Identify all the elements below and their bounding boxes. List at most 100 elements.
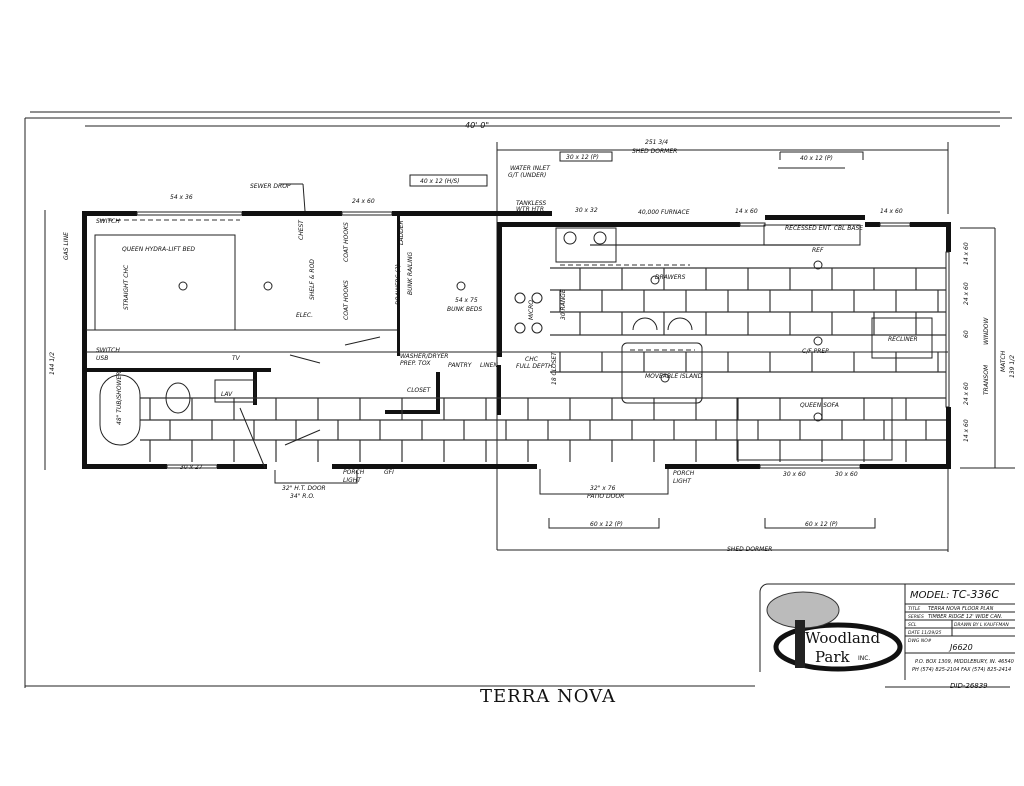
- height-dim: 144 1/2: [49, 352, 56, 375]
- dwg-number: J6620: [948, 643, 973, 652]
- dwg-label: DWG NO#: [908, 638, 932, 644]
- sheet-frame: [24, 111, 1012, 688]
- gfi-label: GFI: [384, 469, 394, 476]
- exterior-walls: [82, 211, 951, 469]
- range-label: 30 RANGE: [560, 289, 567, 320]
- title-block: MODEL: TC-336C TITLE TERRA NOVA FLOOR PL…: [759, 583, 1015, 690]
- window-size: 30 x 32: [575, 207, 598, 214]
- lav-label: LAV: [221, 391, 233, 398]
- phone: PH (574) 825-2104 FAX (574) 825-2414: [912, 667, 1011, 673]
- series-label: SERIES: [908, 614, 924, 620]
- drawers-3-label: DRAWERS (3): [395, 264, 402, 305]
- dimension-lines: 40'-0" 251 3/4 SHED DORMER SHED DORMER G…: [44, 121, 1016, 553]
- series-value: TIMBER RIDGE 12' WIDE CAN.: [928, 614, 1003, 620]
- tankless-label: TANKLESS: [516, 200, 546, 207]
- plan-title: TERRA NOVA FLOOR PLAN: [928, 606, 994, 612]
- pantry-label: PANTRY: [448, 362, 473, 369]
- dormer-bottom-label: SHED DORMER: [727, 546, 772, 553]
- chc-label: FULL DEPTH: [516, 363, 553, 370]
- logo-text: Park: [815, 648, 851, 666]
- bunk-railing-label: BUNK RAILING: [407, 252, 414, 295]
- usb-label: USB: [96, 355, 108, 362]
- dormer-windows: 40 x 12 (H/S) 30 x 12 (P) 40 x 12 (P) 60…: [409, 151, 876, 529]
- queen-bed-label: QUEEN HYDRA-LIFT BED: [122, 246, 195, 253]
- woodland-park-logo: Woodland Park INC.: [766, 591, 903, 672]
- closet-18-label: 18 CLOSET: [551, 351, 558, 385]
- window-size: 14 x 60: [963, 419, 970, 442]
- switch-label: SWITCH: [96, 347, 120, 354]
- coat-hooks-label: COAT HOOKS: [343, 222, 350, 262]
- match-label: MATCH: [1000, 350, 1007, 372]
- window-size: 30 x 60: [783, 471, 806, 478]
- furnace-label: 40,000 FURNACE: [638, 209, 690, 216]
- washer-label: WASHER/DRYER: [400, 353, 448, 360]
- overall-width: 40'-0": [465, 121, 489, 130]
- window-size: 24 x 60: [963, 382, 970, 405]
- window-size: 60: [963, 330, 970, 338]
- sewer-drop-label: SEWER DROP: [250, 183, 291, 190]
- door-label: 34" R.O.: [290, 493, 315, 500]
- tankless-label: WTR HTR: [516, 206, 544, 213]
- model-number: TC-336C: [952, 588, 999, 601]
- match-value: 139 1/2: [1009, 355, 1016, 378]
- washer-label: PREP. TOX: [400, 360, 431, 367]
- dormer-window: 40 x 12 (H/S): [420, 178, 460, 185]
- window-size: 30 x 27: [180, 464, 203, 471]
- porch-light-label: PORCH: [673, 470, 695, 477]
- chc-label: CHC: [525, 356, 539, 363]
- window-size: 30 x 60: [835, 471, 858, 478]
- sofa-label: QUEEN SOFA: [800, 402, 839, 409]
- title-label: TITLE: [908, 606, 920, 612]
- recessed-label: RECESSED ENT. CBL BASE: [785, 225, 863, 232]
- tub-label: 48" TUB/SHOWER: [116, 372, 123, 425]
- drawing-title: TERRA NOVA: [480, 686, 616, 707]
- dormer-length: 251 3/4: [645, 139, 668, 146]
- drawn-by: DRAWN BY L KAUFFMAN: [954, 622, 1009, 628]
- shelf-rod-label: SHELF & ROD: [309, 259, 316, 300]
- window-size: 14 x 60: [735, 208, 758, 215]
- window-size: 24 x 60: [963, 282, 970, 305]
- chest-label: CHEST: [298, 219, 305, 240]
- patio-door-label: 32" x 76: [590, 485, 616, 492]
- scale-label: SCL: [908, 622, 917, 628]
- straight-chc-label: STRAIGHT CHC: [123, 264, 130, 310]
- porch-light-label: LIGHT: [673, 478, 692, 485]
- closet-label: CLOSET: [407, 387, 432, 394]
- tv-label: TV: [232, 355, 241, 362]
- elec-label: ELEC.: [296, 312, 313, 319]
- did-number: DID-26839: [950, 682, 988, 690]
- logo-inc: INC.: [858, 655, 870, 662]
- porch-light-label: PORCH: [343, 469, 365, 476]
- ladder-label: LADDER: [398, 220, 405, 245]
- window-label: WINDOW: [983, 316, 990, 345]
- dormer-top-label: SHED DORMER: [632, 148, 677, 155]
- patio-door-label: PATIO DOOR: [587, 493, 624, 500]
- model-label: MODEL:: [910, 590, 949, 601]
- linen-label: LINEN: [480, 362, 498, 369]
- switch-label: SWITCH: [96, 218, 120, 225]
- drawers-label: DRAWERS: [655, 274, 686, 281]
- porch-light-label: LIGHT: [343, 477, 362, 484]
- furniture-grid: [94, 219, 946, 469]
- island-label: MOVEABLE ISLAND: [645, 373, 703, 380]
- window-size: 14 x 60: [880, 208, 903, 215]
- ref-label: REF: [812, 247, 824, 254]
- window-size: 14 x 60: [963, 242, 970, 265]
- date: DATE 11/29/25: [908, 630, 942, 636]
- gas-line-label: GAS LINE: [63, 232, 70, 260]
- dormer-window: 60 x 12 (P): [805, 521, 838, 528]
- room-labels: SEWER DROP WATER INLET G/T (UNDER) TANKL…: [96, 165, 918, 500]
- window-size: 54 x 36: [170, 194, 193, 201]
- window-labels: 54 x 36 24 x 60 30 x 32 14 x 60 14 x 60 …: [170, 194, 970, 478]
- door-label: 32" H.T. DOOR: [282, 485, 326, 492]
- transom-label: TRANSOM: [983, 364, 990, 395]
- dormer-window: 60 x 12 (P): [590, 521, 623, 528]
- coat-hooks-label: COAT HOOKS: [343, 280, 350, 320]
- recliner-label: RECLINER: [888, 336, 918, 343]
- micro-label: MICRO: [528, 300, 535, 320]
- dormer-window: 30 x 12 (P): [566, 154, 599, 161]
- dormer-window: 40 x 12 (P): [800, 155, 833, 162]
- logo-text: Woodland: [805, 629, 880, 647]
- bunk-size-label: 54 x 75: [455, 297, 478, 304]
